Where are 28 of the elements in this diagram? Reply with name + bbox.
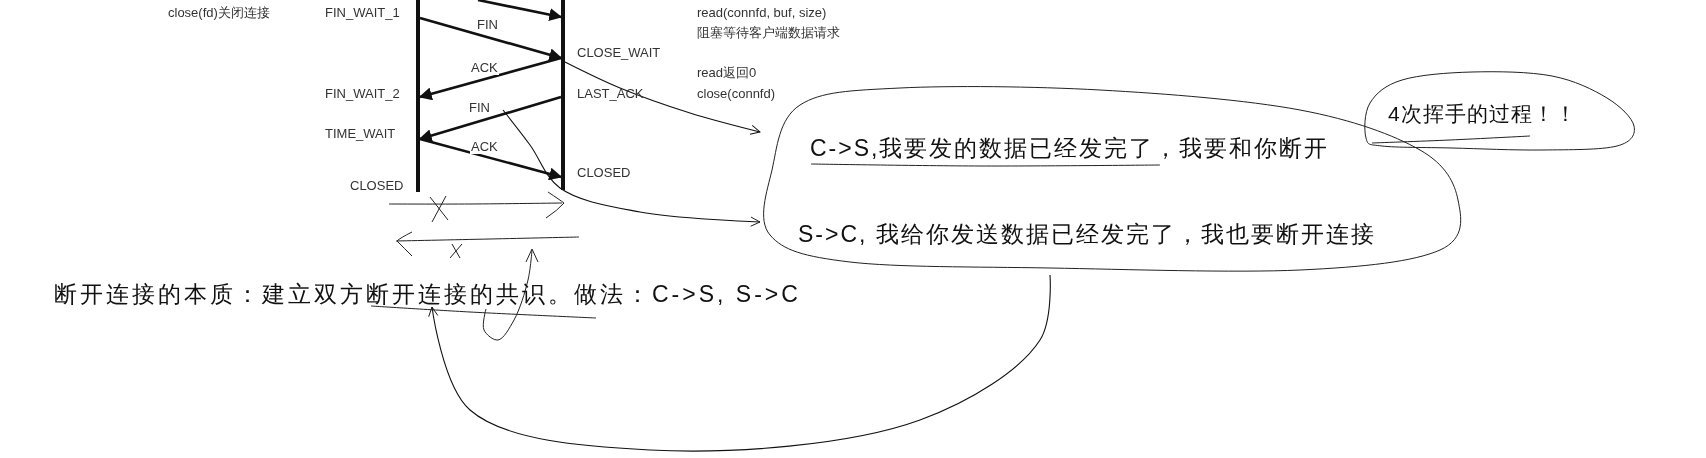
state-label: FIN_WAIT_1 bbox=[325, 5, 400, 21]
timeline-bar bbox=[561, 0, 565, 190]
function-call-text: close(connfd) bbox=[697, 86, 776, 102]
function-call-text: close(fd)关闭连接 bbox=[168, 5, 270, 21]
hand-drawn-arrow bbox=[564, 61, 761, 135]
state-label: CLOSE_WAIT bbox=[577, 45, 661, 61]
timeline-bar bbox=[416, 0, 420, 192]
edge-label: FIN bbox=[476, 17, 499, 32]
message-arrow bbox=[419, 137, 563, 181]
annotation-text: S->C, 我给你发送数据已经发完了，我也要断开连接 bbox=[798, 220, 1376, 249]
note-text: 断开连接的本质：建立双方断开连接的共识。做法：C->S, S->C bbox=[54, 280, 801, 309]
message-arrow bbox=[419, 16, 563, 62]
state-label: CLOSED bbox=[350, 178, 404, 194]
state-label: CLOSED bbox=[577, 165, 631, 181]
edge-label: ACK bbox=[470, 60, 499, 75]
state-label: LAST_ACK bbox=[577, 86, 644, 102]
edge-label: FIN bbox=[468, 100, 491, 115]
message-arrow bbox=[418, 56, 562, 101]
message-arrow bbox=[418, 95, 562, 142]
comment-text: read返回0 bbox=[697, 65, 757, 81]
function-call-text: read(connfd, buf, size) bbox=[697, 5, 827, 21]
annotation-text: C->S,我要发的数据已经发完了，我要和你断开 bbox=[810, 134, 1330, 163]
edge-label: ACK bbox=[470, 139, 499, 154]
comment-text: 阻塞等待客户端数据请求 bbox=[697, 25, 840, 41]
state-label: TIME_WAIT bbox=[325, 126, 396, 142]
state-label: FIN_WAIT_2 bbox=[325, 86, 400, 102]
message-arrow bbox=[477, 0, 563, 21]
annotation-text: 4次挥手的过程！！ bbox=[1388, 101, 1577, 127]
